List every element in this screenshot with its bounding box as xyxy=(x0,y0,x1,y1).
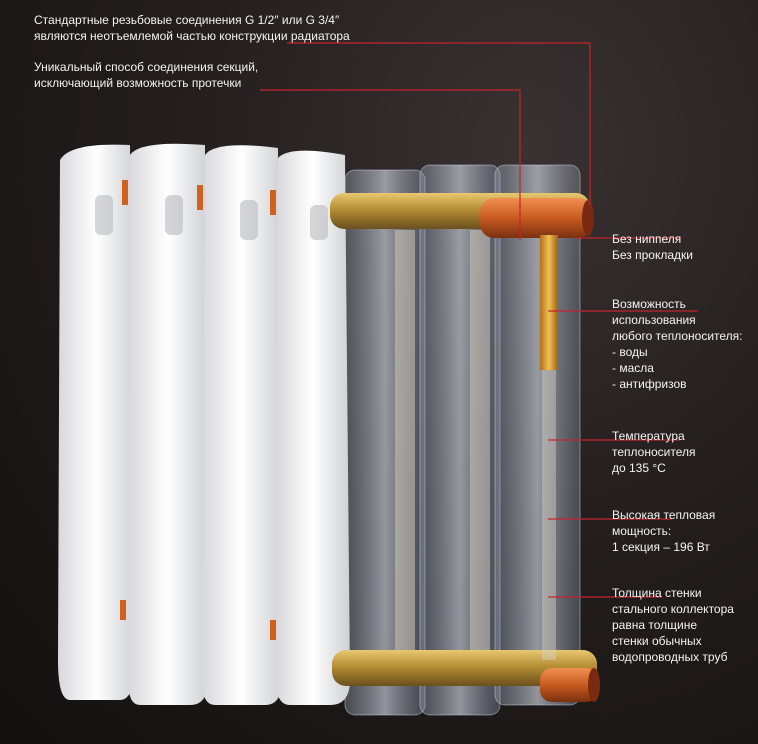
callout-line: 1 секция – 196 Вт xyxy=(612,540,710,554)
glass-sections xyxy=(344,164,581,716)
leader-lines xyxy=(260,42,698,598)
callout-line: стенки обычных xyxy=(612,634,702,648)
callout-line: Без ниппеля xyxy=(612,232,682,246)
callout-line: Уникальный способ соединения секций, xyxy=(34,60,259,74)
callout-heat-output: Высокая тепловая мощность: 1 секция – 19… xyxy=(612,507,715,555)
white-sections xyxy=(58,143,350,706)
callout-line: использования xyxy=(612,313,696,327)
callout-temperature: Температура теплоносителя до 135 °С xyxy=(612,428,695,476)
callout-line: Толщина стенки xyxy=(612,586,702,600)
callout-line: мощность: xyxy=(612,524,672,538)
callout-line: любого теплоносителя: xyxy=(612,329,743,343)
callout-line: Без прокладки xyxy=(612,248,693,262)
callout-line: Высокая тепловая xyxy=(612,508,716,522)
callout-line: стального коллектора xyxy=(612,602,734,616)
callout-wall-thickness: Толщина стенки стального коллектора равн… xyxy=(612,585,734,665)
callout-line: являются неотъемлемой частью конструкции… xyxy=(34,29,350,43)
callout-line: - масла xyxy=(612,361,654,375)
callout-thread-connections: Стандартные резьбовые соединения G 1/2″ … xyxy=(34,12,350,44)
callout-coolant-types: Возможность использования любого теплоно… xyxy=(612,296,743,392)
callout-section-connection: Уникальный способ соединения секций, иск… xyxy=(34,59,258,91)
callout-line: Температура xyxy=(612,429,685,443)
callout-no-nipple: Без ниппеля Без прокладки xyxy=(612,231,693,263)
pipes xyxy=(330,193,600,702)
callout-line: теплоносителя xyxy=(612,445,696,459)
callout-line: - воды xyxy=(612,345,648,359)
callout-line: равна толщине xyxy=(612,618,698,632)
callout-line: Возможность xyxy=(612,297,686,311)
callout-line: - антифризов xyxy=(612,377,687,391)
callout-line: водопроводных труб xyxy=(612,650,728,664)
callout-line: до 135 °С xyxy=(612,461,666,475)
callout-line: исключающий возможность протечки xyxy=(34,76,242,90)
callout-line: Стандартные резьбовые соединения G 1/2″ … xyxy=(34,13,340,27)
